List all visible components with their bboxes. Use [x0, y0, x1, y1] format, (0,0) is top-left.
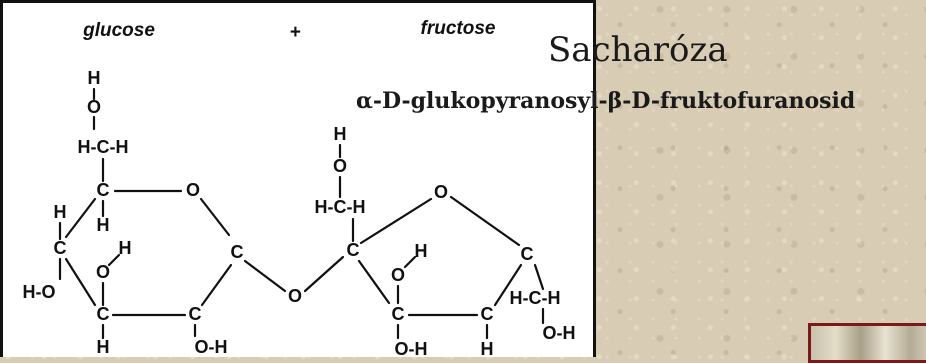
atom-h-c3-fructose: H [415, 241, 428, 261]
photo-thumbnail [808, 323, 926, 363]
atom-h-top-fructose: H [334, 124, 347, 144]
glucose-label: glucose [82, 20, 155, 41]
bond [359, 197, 433, 245]
group-hch-fructose-c6: H-C-H [510, 288, 561, 308]
atom-c3-fructose: C [392, 304, 405, 324]
atom-c5-glucose: C [97, 180, 110, 200]
group-oh-fructose-c6: O-H [543, 323, 576, 343]
group-oh-c3-fructose: O-H [395, 339, 428, 359]
bond [403, 255, 417, 269]
group-oh-c2-glucose: O-H [195, 337, 228, 357]
atom-c4-glucose: C [54, 238, 67, 258]
group-hch-glucose: H-C-H [78, 137, 129, 157]
bond [449, 195, 521, 247]
group-hch-fructose-c1: H-C-H [315, 197, 366, 217]
bond [107, 253, 121, 267]
bond [64, 197, 97, 239]
slide-subtitle: α-D-glukopyranosyl-β-D-fruktofuranosid [356, 88, 856, 114]
atom-c5-fructose: C [521, 244, 534, 264]
bond [200, 263, 233, 307]
bond [357, 259, 391, 305]
atom-c4-fructose: C [481, 304, 494, 324]
plus-sign: + [289, 22, 300, 43]
bond [303, 255, 345, 293]
group-ho-glucose: H-O [23, 282, 56, 302]
fructose-label: fructose [421, 18, 496, 39]
sucrose-structure-panel: glucose + fructose H O H-C-H C O H H C H… [0, 0, 596, 359]
bond [243, 259, 287, 293]
atom-ring-o-fructose: O [434, 182, 448, 202]
atom-h-c4-glucose: H [54, 202, 67, 222]
atom-h-c5-glucose: H [97, 215, 110, 235]
atom-c2-glucose: C [189, 304, 202, 324]
atom-o-c3-fructose: O [391, 265, 405, 285]
atom-glycosidic-o: O [288, 286, 302, 306]
atom-c2-fructose: C [347, 240, 360, 260]
sucrose-structure-diagram: glucose + fructose H O H-C-H C O H H C H… [23, 18, 576, 359]
bond [64, 257, 97, 307]
atom-h-c3-glucose: H [119, 238, 132, 258]
bond [493, 263, 523, 307]
atom-h-c4-fructose: H [481, 339, 494, 359]
atom-c1-glucose: C [231, 242, 244, 262]
atom-h-c3b-glucose: H [97, 337, 110, 357]
atom-h-top-glucose: H [88, 68, 101, 88]
atom-o-fructose-c1: O [333, 156, 347, 176]
bond [533, 263, 545, 291]
atom-c3-glucose: C [97, 304, 110, 324]
atom-ring-o-glucose: O [186, 180, 200, 200]
atom-o-glucose-c6: O [87, 97, 101, 117]
bond [199, 197, 231, 237]
slide-title: Sacharóza [548, 30, 728, 70]
atom-o-c3-glucose: O [96, 262, 110, 282]
